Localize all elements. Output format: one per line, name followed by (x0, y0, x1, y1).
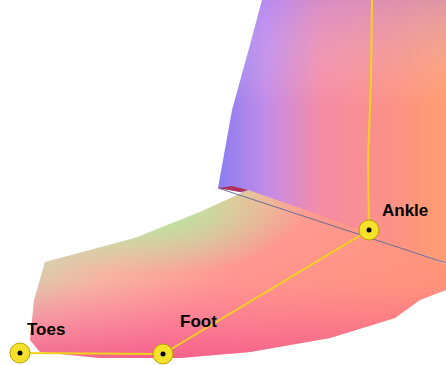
foot-mesh (30, 186, 446, 358)
joint-label: Ankle (382, 202, 428, 219)
bone-lines (20, 0, 372, 354)
joint-label: Foot (180, 313, 217, 330)
joint-label: Toes (27, 321, 65, 338)
joint-markers (10, 220, 379, 364)
